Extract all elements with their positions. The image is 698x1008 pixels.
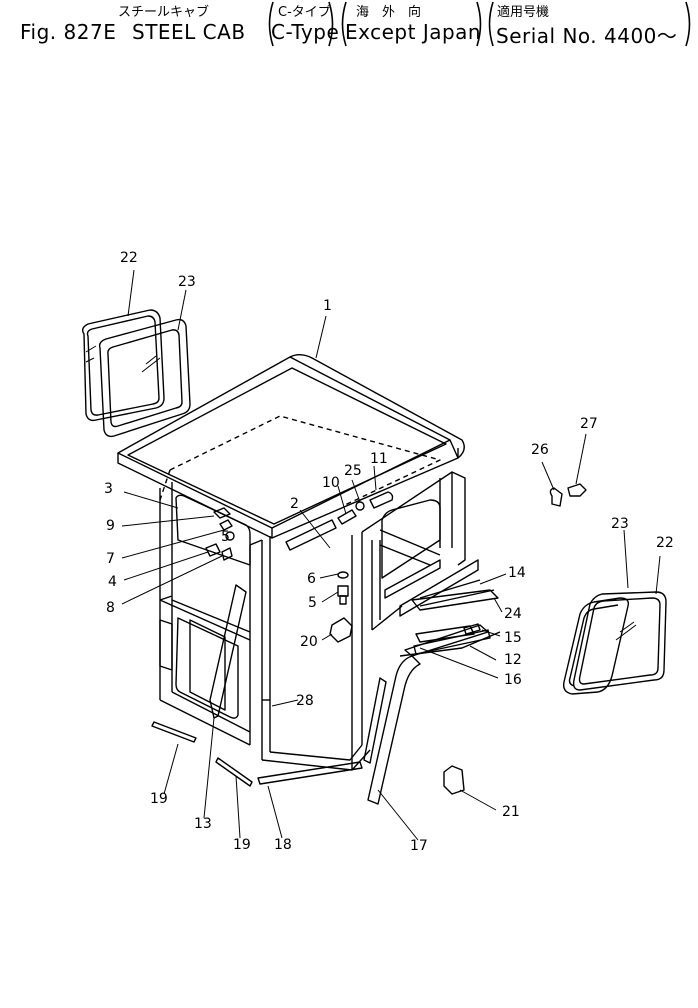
window-glass-23-right <box>562 597 630 695</box>
callout-14: 14 <box>508 565 526 581</box>
callout-24: 24 <box>504 606 522 622</box>
callout-23-left: 23 <box>178 274 196 290</box>
paren-close-2 <box>476 1 482 47</box>
title-en: STEEL CAB <box>132 20 246 44</box>
callout-19-left: 19 <box>150 791 168 807</box>
callout-17: 17 <box>410 838 428 854</box>
paren-open-2 <box>341 1 347 47</box>
callout-6: 6 <box>307 571 316 587</box>
hardware-parts <box>151 483 587 795</box>
roof-panel <box>117 354 465 539</box>
callout-2: 2 <box>290 496 299 512</box>
paren-open-3 <box>488 1 494 47</box>
callout-5: 5 <box>308 595 317 611</box>
type-en: C-Type <box>271 20 340 44</box>
callout-22-left: 22 <box>120 250 138 266</box>
callout-9: 9 <box>106 518 115 534</box>
title-jp: スチールキャブ <box>118 5 210 20</box>
figure-header: スチールキャブ C-タイプ 海 外 向 適用号機 Fig. 827E STEEL… <box>0 0 698 60</box>
callout-27: 27 <box>580 416 598 432</box>
callout-26: 26 <box>531 442 549 458</box>
callout-4: 4 <box>108 574 117 590</box>
callout-3: 3 <box>104 481 113 497</box>
callout-8: 8 <box>106 600 115 616</box>
callout-labels: 22 23 1 3 2 10 25 11 26 27 9 7 4 8 6 5 5… <box>104 250 674 854</box>
window-glass-23-left <box>98 318 191 438</box>
window-seal-22-left <box>81 309 165 422</box>
callout-5-upper: 5 <box>221 529 230 545</box>
figure-number: Fig. 827E <box>20 20 117 44</box>
callout-16: 16 <box>504 672 522 688</box>
callout-21: 21 <box>502 804 520 820</box>
callout-23-right: 23 <box>611 516 629 532</box>
paren-open-1 <box>268 1 274 47</box>
callout-10: 10 <box>322 475 340 491</box>
rear-window-assembly-left <box>81 309 191 438</box>
callout-20: 20 <box>300 634 318 650</box>
callout-15: 15 <box>504 630 522 646</box>
callout-13: 13 <box>194 816 212 832</box>
market-jp: 海 外 向 <box>356 5 422 20</box>
callout-22-right: 22 <box>656 535 674 551</box>
paren-close-3 <box>685 1 691 47</box>
serial-jp: 適用号機 <box>497 5 550 20</box>
side-window-assembly-right <box>562 591 667 695</box>
type-jp: C-タイプ <box>278 5 331 20</box>
callout-11: 11 <box>370 451 388 467</box>
callout-19-center: 19 <box>233 837 251 853</box>
callout-18: 18 <box>274 837 292 853</box>
market-en: Except Japan <box>345 20 482 44</box>
serial-en: Serial No. 4400～ <box>496 24 678 48</box>
callout-12: 12 <box>504 652 522 668</box>
cab-frame <box>159 471 501 805</box>
leader-lines <box>121 269 661 841</box>
callout-7: 7 <box>106 551 115 567</box>
paren-close-1 <box>328 1 334 47</box>
callout-25: 25 <box>344 463 362 479</box>
callout-28: 28 <box>296 693 314 709</box>
callout-1: 1 <box>323 298 332 314</box>
